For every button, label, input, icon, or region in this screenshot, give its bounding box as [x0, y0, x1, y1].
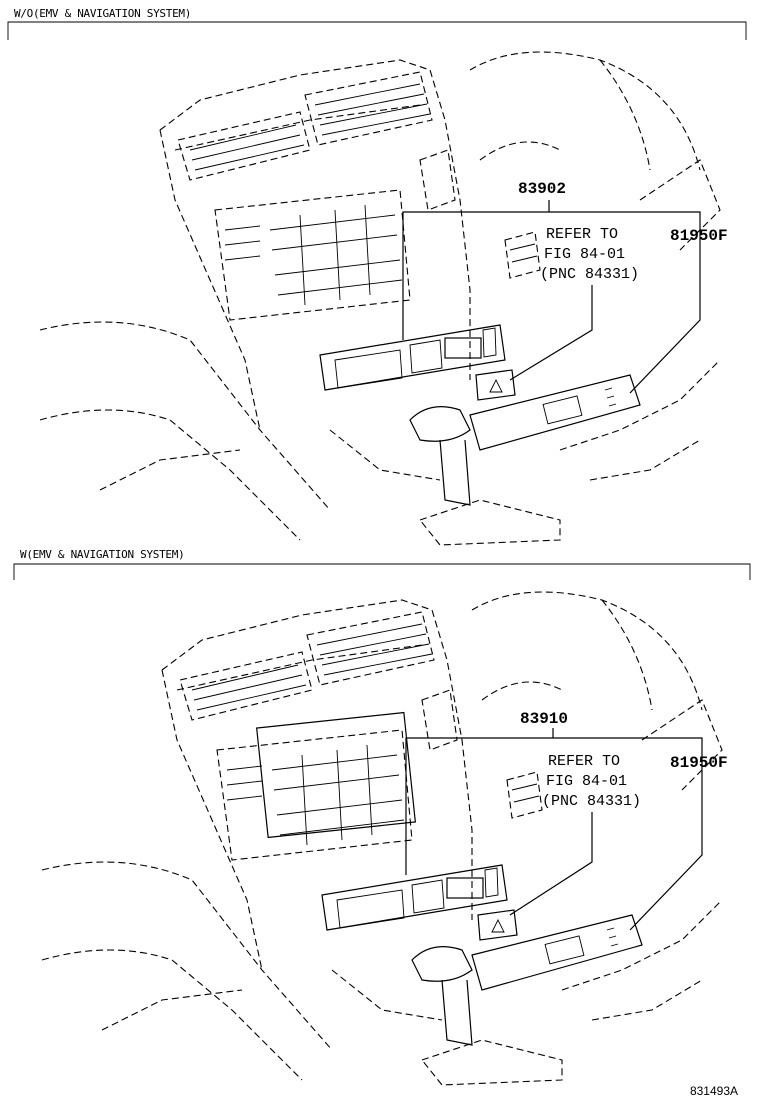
panel-1-refer-line-1: REFER TO	[546, 226, 618, 243]
panel-2-bracket	[13, 563, 751, 580]
panel-2-console-illustration	[41, 591, 723, 1086]
panel-1-leader-bracket	[402, 211, 701, 394]
panel-1-console-illustration	[39, 51, 721, 546]
panel-2-refer-line-3: (PNC 84331)	[542, 793, 641, 810]
panel-2-part-number-b: 81950F	[670, 754, 728, 772]
panel-1-part-number-a: 83902	[518, 180, 566, 198]
panel-2-refer-line-1: REFER TO	[548, 753, 620, 770]
panel-1-bracket	[7, 21, 747, 40]
panel-1-part-number-b: 81950F	[670, 227, 728, 245]
panel-2-caption: W(EMV & NAVIGATION SYSTEM)	[20, 548, 185, 561]
panel-1-refer-line-3: (PNC 84331)	[540, 266, 639, 283]
panel-1-caption: W/O(EMV & NAVIGATION SYSTEM)	[14, 7, 192, 20]
figure-id: 831493A	[689, 1084, 738, 1098]
panel-2-refer-line-2: FIG 84-01	[546, 773, 627, 790]
panel-1-leader-hazard	[509, 285, 593, 381]
panel-2-leader-hazard	[509, 812, 593, 916]
panel-2-part-number-a: 83910	[520, 710, 568, 728]
panel-1: 83902 81950F REFER TO FIG 84-01 (PNC 843…	[7, 21, 747, 546]
panel-2-navigation-screen	[255, 711, 417, 839]
panel-2: 83910 81950F REFER TO FIG 84-01 (PNC 843…	[13, 563, 751, 1086]
panel-1-refer-line-2: FIG 84-01	[544, 246, 625, 263]
panel-2-leader-bracket	[405, 737, 703, 931]
